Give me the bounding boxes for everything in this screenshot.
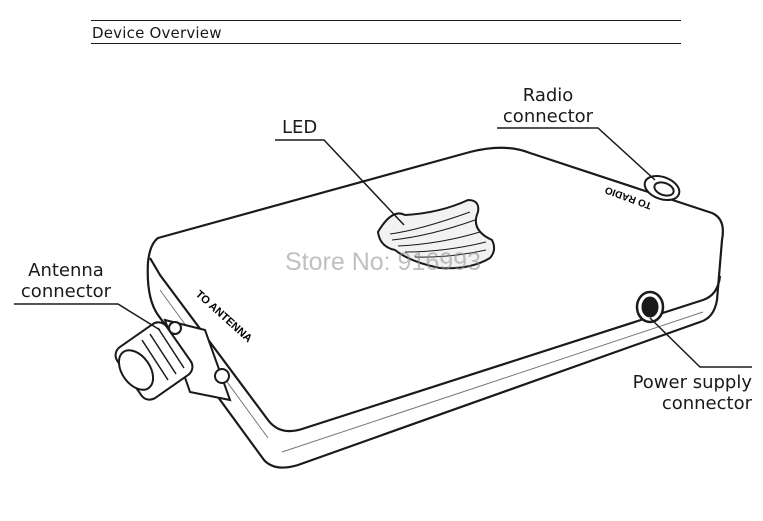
header-bottom-rule: [91, 43, 681, 44]
power-supply-connector-label: Power supply connector: [620, 372, 752, 414]
radio-connector-port: [643, 174, 681, 202]
power-jack-port: [635, 290, 665, 324]
antenna-callout: [14, 303, 161, 331]
power-callout: [649, 317, 752, 368]
store-watermark: Store No: 916993: [285, 248, 481, 276]
antenna-label-line2: connector: [20, 281, 112, 302]
led-callout: [275, 139, 405, 226]
radio-label-line1: Radio: [522, 85, 574, 106]
antenna-connector-label: Antenna connector: [14, 260, 118, 302]
power-label-line1: Power supply: [632, 372, 752, 393]
radio-label-line2: connector: [502, 106, 594, 127]
antenna-label-line1: Antenna: [28, 260, 104, 281]
radio-callout: [497, 127, 656, 181]
power-label-line2: connector: [661, 393, 752, 414]
callout-lines: [14, 127, 752, 368]
radio-connector-label: Radio connector: [498, 85, 598, 127]
antenna-connector-port: [114, 318, 232, 402]
led-label: LED: [282, 117, 318, 138]
led-button: [376, 198, 496, 270]
header-top-rule: [91, 20, 681, 21]
section-title: Device Overview: [92, 24, 222, 42]
device-body: [146, 146, 724, 469]
